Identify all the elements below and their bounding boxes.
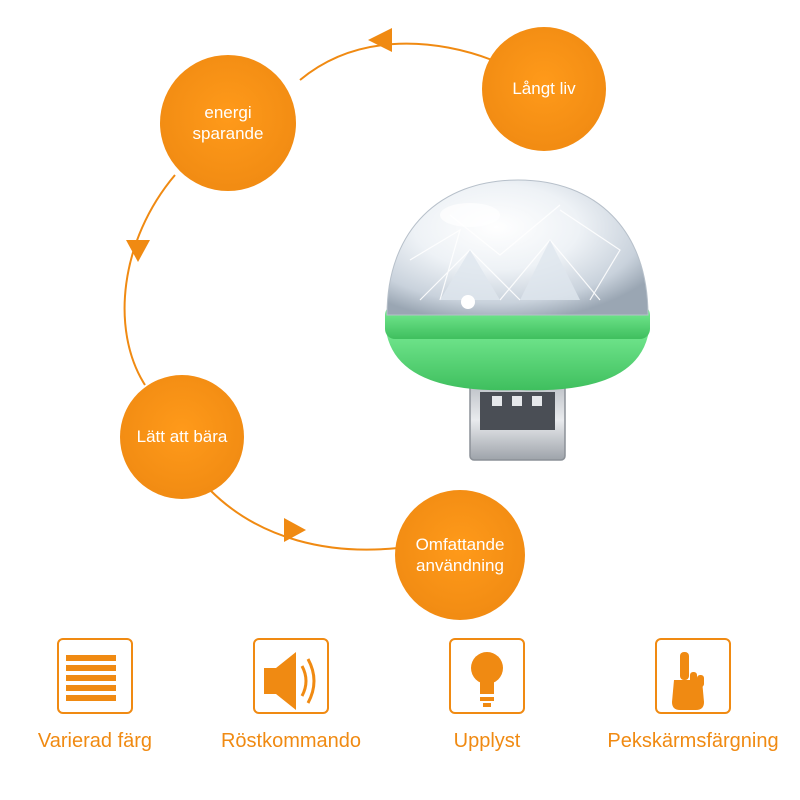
arrowhead-bottom — [284, 518, 306, 542]
bubble-text: sparande — [192, 124, 264, 143]
bubble-text: Lätt att bära — [136, 427, 228, 447]
feature-icon-frame — [253, 638, 329, 714]
finger-icon — [672, 652, 704, 710]
feature-label: Pekskärmsfärgning — [607, 730, 779, 752]
feature-varied-color: Varierad färg — [0, 638, 190, 753]
feature-icon-frame — [57, 638, 133, 714]
feature-label: Varierad färg — [37, 730, 153, 752]
bubble-text: Långt liv — [512, 79, 576, 99]
bubble-bg-energy — [160, 55, 296, 191]
bubble-energy-saving: energi sparande — [160, 55, 296, 191]
bubble-long-life: Långt liv — [482, 27, 606, 151]
feature-label: Röstkommando — [220, 730, 362, 752]
feature-illuminated: Upplyst — [392, 638, 582, 753]
bubble-text: Omfattande — [415, 534, 505, 554]
product-image — [385, 179, 650, 461]
arrowhead-top — [368, 28, 392, 52]
bubble-bg-usage — [395, 490, 525, 620]
speaker-icon — [264, 652, 316, 710]
bubble-bg-carry — [120, 375, 244, 499]
feature-icon-frame — [655, 638, 731, 714]
bubble-wide-usage: Omfattande användning — [395, 490, 525, 620]
bubble-bg-life — [482, 27, 606, 151]
cycle-arrow-bottom — [209, 489, 399, 551]
bubble-text: energi — [204, 102, 252, 122]
feature-icon-frame — [449, 638, 525, 714]
bulb-icon — [471, 652, 503, 707]
feature-label: Upplyst — [453, 730, 521, 752]
feature-voice-command: Röstkommando — [196, 638, 386, 753]
bubble-text: användning — [416, 556, 504, 575]
feature-touch-coloring: Pekskärmsfärgning — [598, 638, 788, 753]
bubble-easy-carry: Lätt att bära — [120, 375, 244, 499]
cycle-arrow-left — [123, 174, 176, 386]
cycle-arrow-top — [299, 42, 493, 81]
menu-lines-icon — [66, 655, 116, 701]
arrowhead-left — [126, 240, 150, 262]
